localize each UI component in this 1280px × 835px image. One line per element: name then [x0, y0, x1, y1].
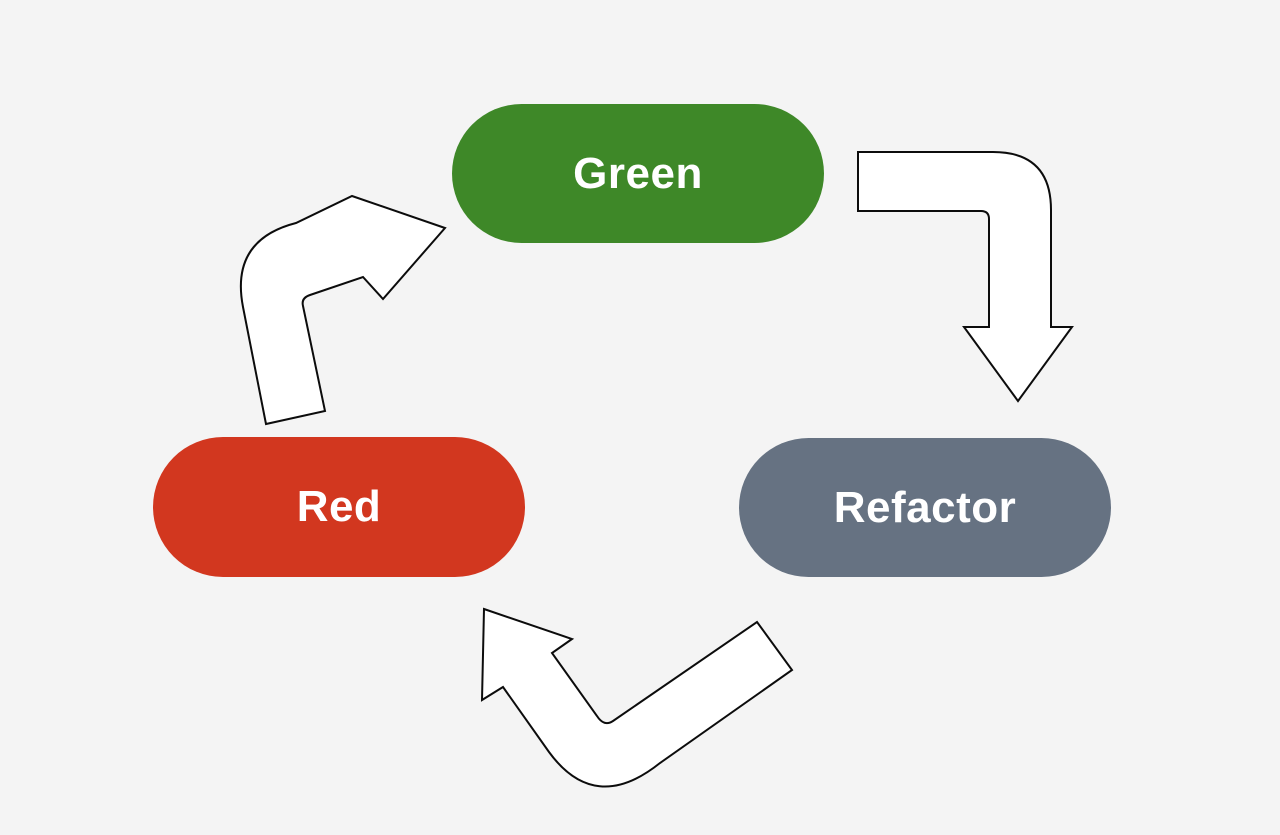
- arrow-red-to-green-icon: [239, 194, 447, 426]
- node-refactor: Refactor: [739, 438, 1111, 577]
- node-green-label: Green: [573, 148, 703, 198]
- node-green: Green: [452, 104, 824, 243]
- node-red-label: Red: [296, 482, 382, 531]
- node-refactor-label: Refactor: [833, 482, 1017, 532]
- arrow-refactor-to-red-icon: [480, 607, 794, 788]
- arrow-green-to-refactor-icon: [857, 151, 1074, 403]
- node-red: Red: [153, 437, 525, 577]
